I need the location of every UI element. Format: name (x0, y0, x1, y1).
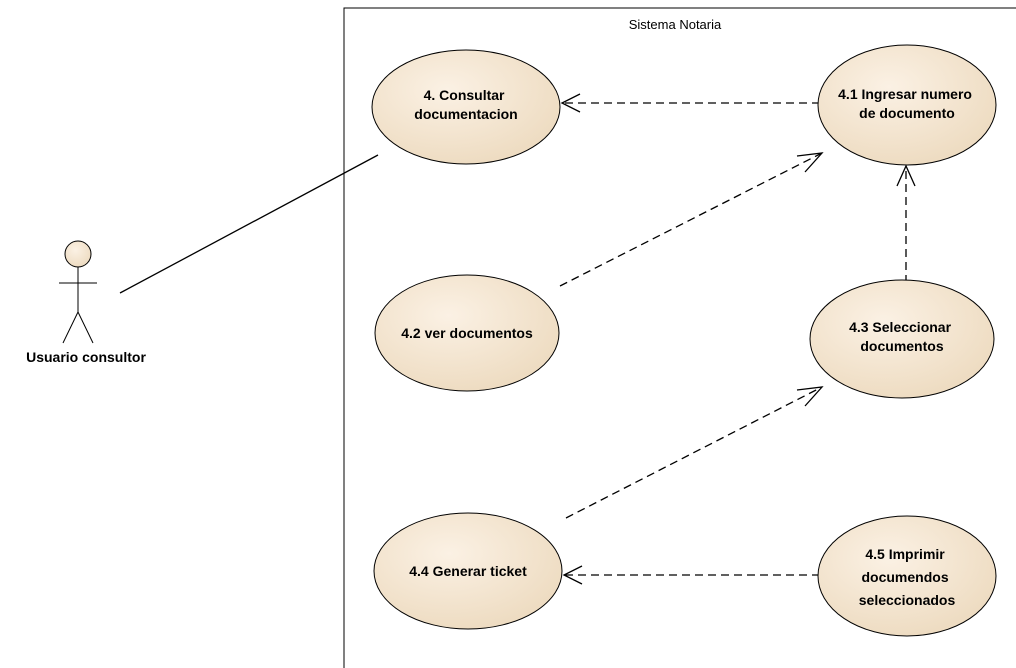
use-case-label-line: documentos (860, 338, 943, 354)
use-case-label: 4.5 Imprimir documendos seleccionados (859, 546, 956, 608)
system-boundary-title: Sistema Notaria (629, 17, 722, 32)
use-case-label-line: 4.5 Imprimir (865, 546, 945, 562)
use-case-label: 4.4 Generar ticket (409, 563, 527, 579)
use-case-label-line: seleccionados (859, 592, 956, 608)
use-case-ellipse (809, 279, 995, 399)
use-case-4-5-imprimir-documendos-seleccionados[interactable]: 4.5 Imprimir documendos seleccionados (817, 515, 997, 637)
use-case-ellipse (374, 274, 560, 392)
use-case-ellipse (817, 515, 997, 637)
use-case-4-1-ingresar-numero-de-documento[interactable]: 4.1 Ingresar numero de documento (817, 44, 997, 166)
use-case-ellipse (817, 44, 997, 166)
dependency-uc43-to-uc41 (896, 164, 916, 283)
dependency-uc45-to-uc44 (562, 565, 820, 585)
use-case-label: 4.1 Ingresar numero de documento (838, 86, 976, 121)
actor-head (64, 240, 92, 268)
actor-label: Usuario consultor (26, 349, 146, 365)
use-case-4-consultar-documentacion[interactable]: 4. Consultar documentacion (371, 49, 561, 165)
dependency-uc41-to-uc4 (560, 93, 820, 113)
arrow-head (796, 152, 824, 173)
use-case-4-3-seleccionar-documentos[interactable]: 4.3 Seleccionar documentos (809, 279, 995, 399)
association-actor-uc4 (119, 154, 379, 294)
arrow-head (796, 386, 824, 407)
dependency-uc44-to-uc43 (565, 386, 824, 519)
use-case-label-line: 4. Consultar (424, 87, 505, 103)
use-case-4-4-generar-ticket[interactable]: 4.4 Generar ticket (373, 512, 563, 630)
use-case-label: 4.2 ver documentos (401, 325, 533, 341)
arrow-head (896, 164, 916, 187)
use-case-4-2-ver-documentos[interactable]: 4.2 ver documentos (374, 274, 560, 392)
use-case-label-line: documendos (861, 569, 948, 585)
use-case-label: 4. Consultar documentacion (414, 87, 517, 122)
use-case-label-line: de documento (859, 105, 955, 121)
dependency-line (559, 152, 823, 287)
actor-right-leg (77, 311, 94, 344)
actor-left-leg (62, 311, 79, 344)
use-case-label-line: documentacion (414, 106, 517, 122)
use-case-label-line: 4.1 Ingresar numero (838, 86, 972, 102)
arrow-head (562, 565, 583, 585)
use-case-label-line: 4.4 Generar ticket (409, 563, 527, 579)
use-case-label-line: 4.3 Seleccionar (849, 319, 952, 335)
dependency-uc42-to-uc41 (559, 152, 824, 287)
use-case-ellipse (371, 49, 561, 165)
use-case-label: 4.3 Seleccionar documentos (849, 319, 955, 354)
arrow-head (560, 93, 581, 113)
use-case-ellipse (373, 512, 563, 630)
use-case-label-line: 4.2 ver documentos (401, 325, 533, 341)
actor-usuario-consultor[interactable]: Usuario consultor (26, 240, 146, 365)
dependency-line (565, 386, 823, 519)
